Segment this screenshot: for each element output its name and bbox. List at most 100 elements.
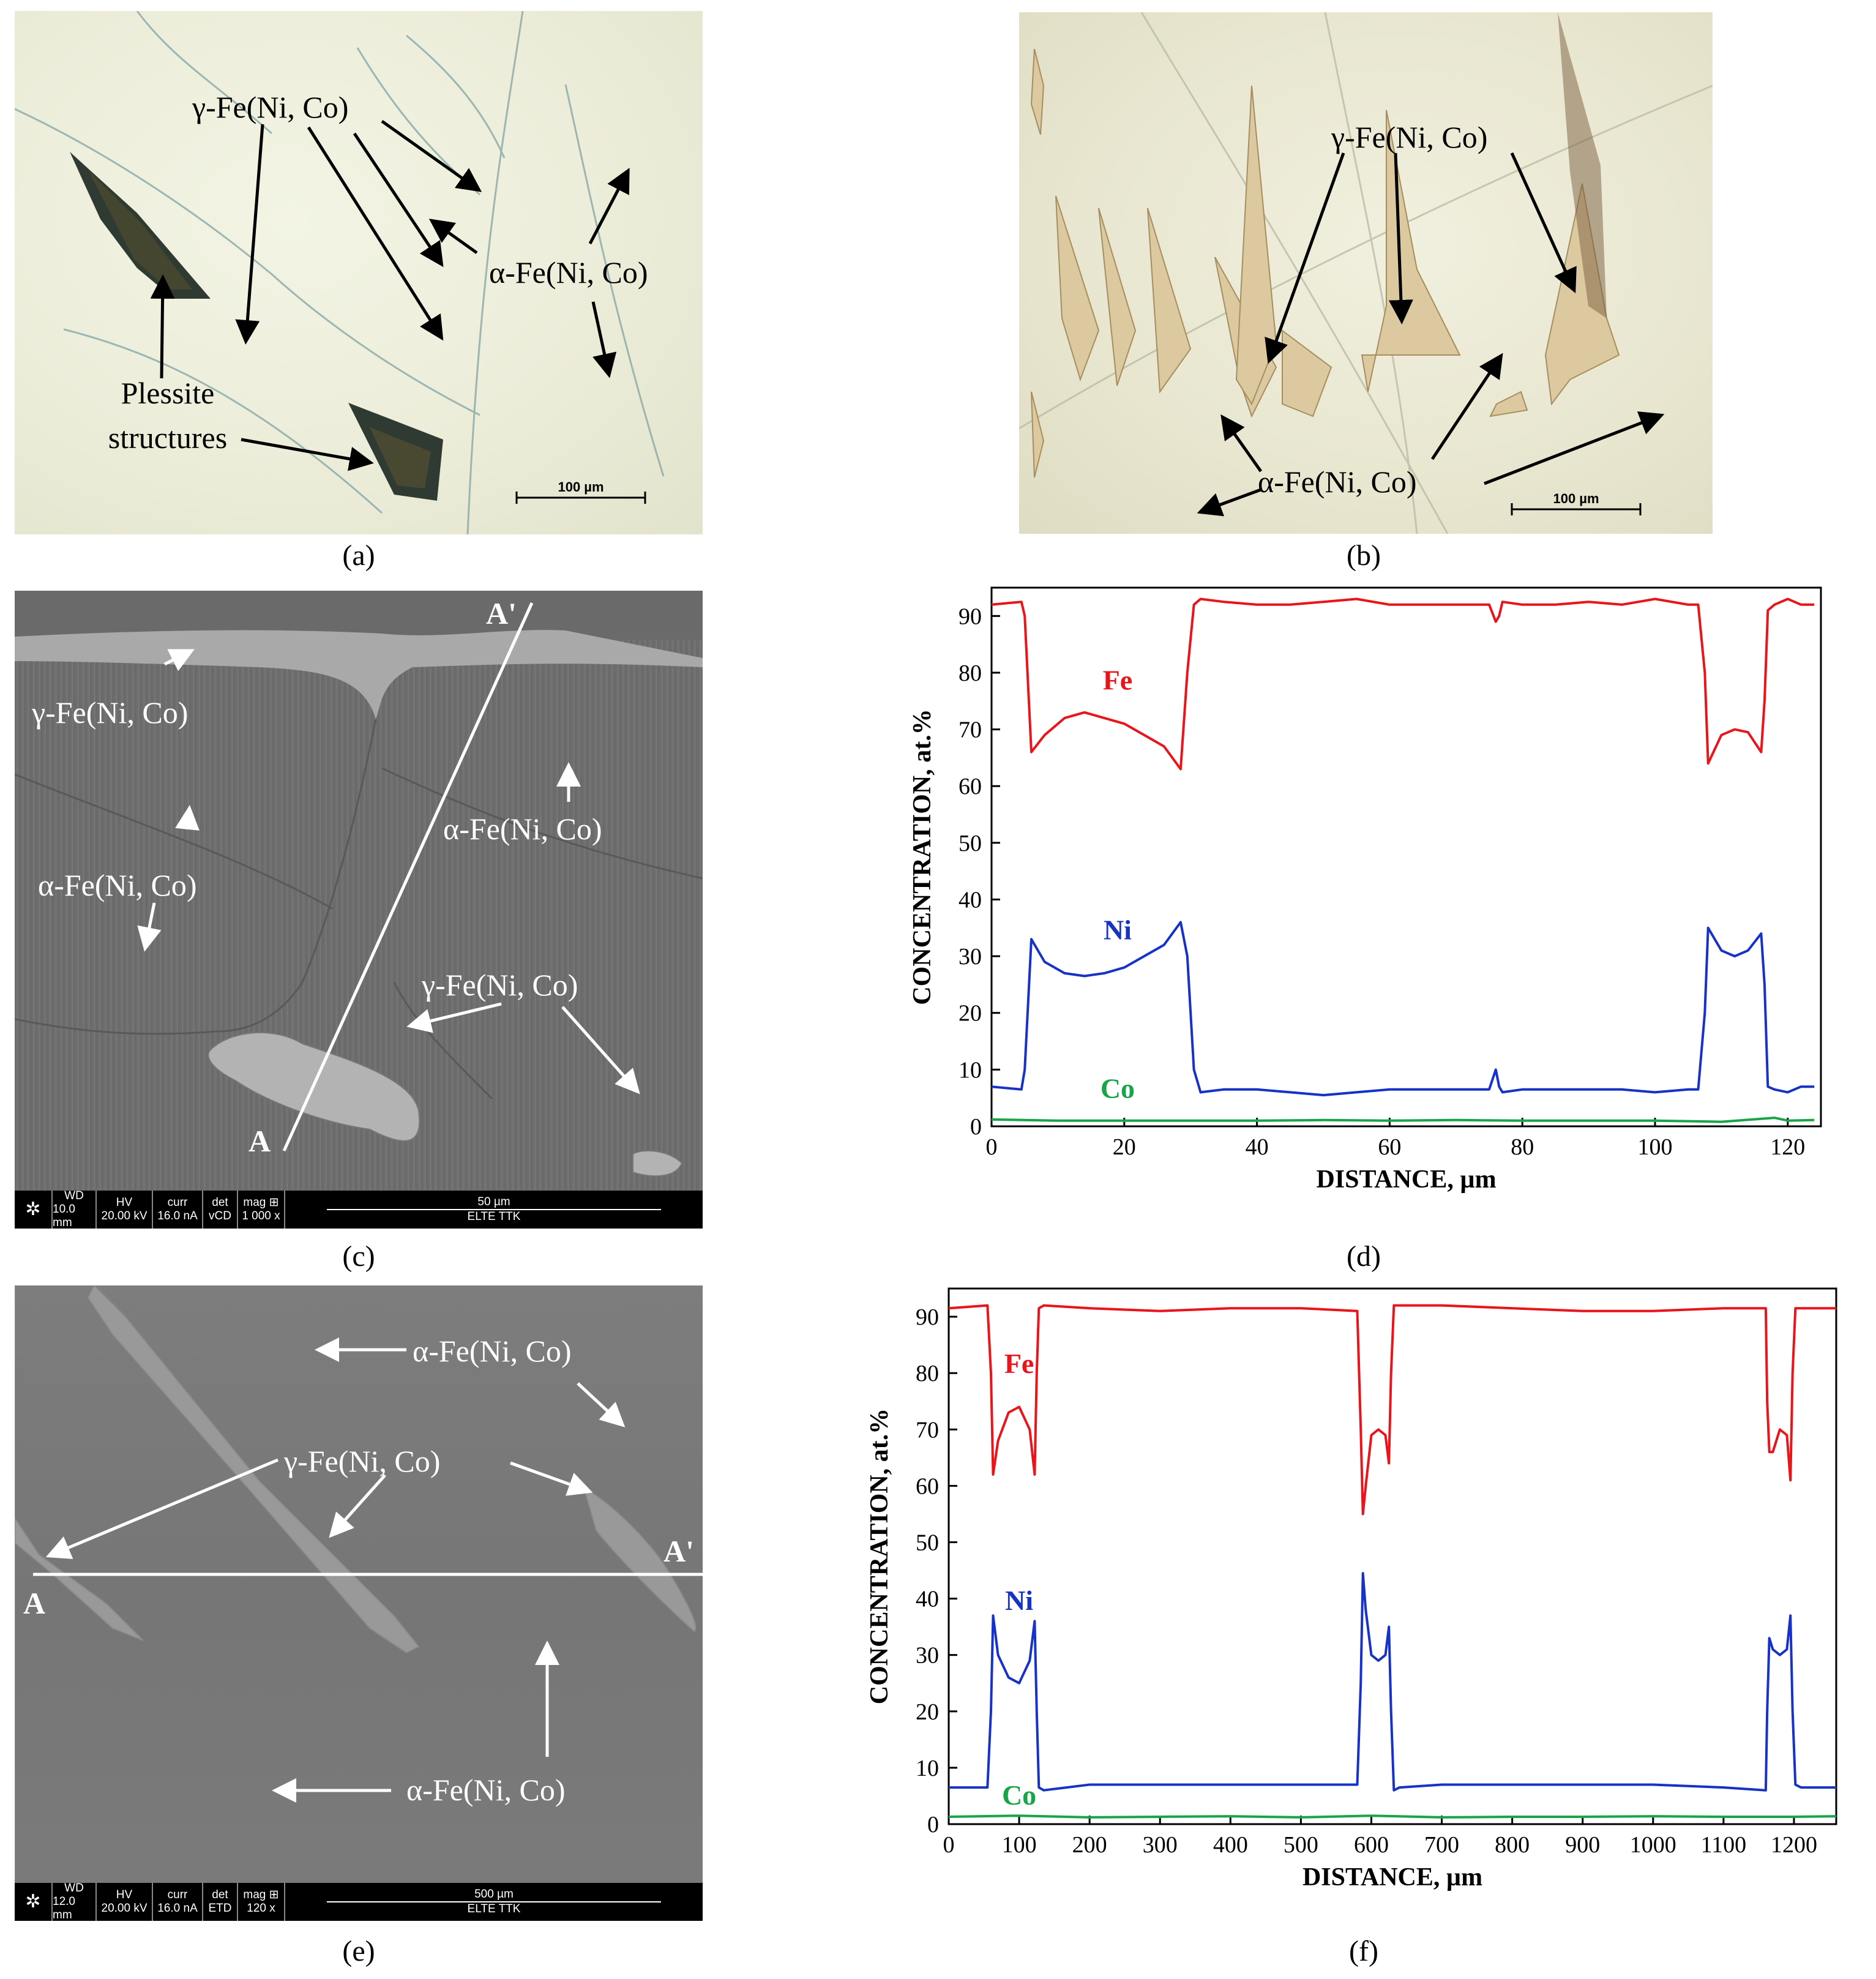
caption-d: (d) [1347, 1240, 1381, 1273]
x-tick-label: 800 [1495, 1832, 1530, 1858]
y-tick-label: 30 [916, 1643, 939, 1669]
label-plessite-a1: Plessite [121, 376, 215, 410]
caption-a: (a) [342, 539, 375, 572]
bar-curr-header-e: curr [167, 1888, 188, 1901]
y-axis-label: CONCENTRATION, at.% [908, 709, 936, 1004]
bar-det-value: vCD [209, 1210, 231, 1222]
label-alpha-a: α-Fe(Ni, Co) [489, 255, 648, 290]
x-tick-label: 40 [1246, 1134, 1269, 1160]
plot-frame [947, 1287, 1837, 1825]
series-line-ni [949, 1572, 1836, 1792]
x-tick-label: 60 [1378, 1134, 1401, 1160]
bar-mag-header: mag ⊞ [243, 1196, 279, 1209]
bar-lab-name: ELTE TTK [467, 1210, 521, 1223]
bar-curr-header: curr [167, 1196, 188, 1209]
bar-hv-value: 20.00 kV [101, 1210, 148, 1222]
bar-curr-value: 16.0 nA [157, 1210, 198, 1222]
point-a-prime-c: A' [486, 596, 517, 630]
caption-b: (b) [1347, 539, 1381, 572]
logo-icon: ✲ [15, 1191, 53, 1229]
label-alpha-e-bottom: α-Fe(Ni, Co) [406, 1773, 566, 1807]
label-alpha-c-right: α-Fe(Ni, Co) [443, 812, 602, 846]
bar-mag-header-e: mag ⊞ [243, 1888, 279, 1901]
y-tick-label: 60 [916, 1473, 939, 1499]
label-plessite-a2: structures [108, 421, 228, 455]
bar-hv-value-e: 20.00 kV [101, 1902, 148, 1915]
y-tick-label: 30 [959, 944, 982, 970]
y-tick-label: 0 [927, 1812, 939, 1838]
x-tick-label: 120 [1770, 1134, 1805, 1160]
bar-det-header-e: det [212, 1888, 228, 1901]
sem-image-c: γ-Fe(Ni, Co) α-Fe(Ni, Co) α-Fe(Ni, Co) γ… [15, 591, 703, 1229]
label-alpha-b: α-Fe(Ni, Co) [1258, 465, 1417, 499]
point-a-prime-e: A' [663, 1534, 694, 1568]
y-tick-label: 50 [916, 1530, 939, 1555]
x-tick-label: 400 [1213, 1832, 1248, 1858]
label-gamma-e: γ-Fe(Ni, Co) [284, 1444, 441, 1478]
x-tick-label: 900 [1565, 1832, 1600, 1858]
sem-image-e: α-Fe(Ni, Co) γ-Fe(Ni, Co) α-Fe(Ni, Co) A… [15, 1285, 703, 1921]
y-tick-label: 80 [916, 1361, 939, 1386]
scale-bar-a-label: 100 µm [558, 479, 604, 495]
x-tick-label: 300 [1143, 1832, 1178, 1858]
series-line-co [948, 1814, 1837, 1819]
scale-bar-b-label: 100 µm [1553, 491, 1599, 506]
x-tick-label: 100 [1638, 1134, 1673, 1160]
y-tick-label: 20 [916, 1699, 939, 1725]
x-tick-label: 200 [1072, 1832, 1107, 1858]
bar-lab-name-e: ELTE TTK [467, 1902, 521, 1915]
label-gamma-a: γ-Fe(Ni, Co) [192, 90, 349, 124]
micrograph-b-drawing: 100 µm [1019, 12, 1713, 534]
x-tick-label: 1000 [1630, 1832, 1676, 1858]
y-tick-label: 90 [916, 1304, 939, 1330]
series-label-ni: Ni [1104, 914, 1132, 945]
bar-mag-value-e: 120 x [247, 1902, 275, 1915]
point-a-c: A [249, 1124, 271, 1158]
bar-scale-value: 50 µm [477, 1195, 510, 1208]
y-tick-label: 20 [959, 1001, 982, 1027]
series-label-fe: Fe [1103, 665, 1133, 696]
x-tick-label: 100 [1002, 1832, 1037, 1858]
y-tick-label: 10 [959, 1057, 982, 1083]
x-tick-label: 0 [986, 1134, 998, 1160]
x-axis-label: DISTANCE, µm [1302, 1863, 1482, 1891]
y-tick-label: 70 [959, 717, 982, 743]
x-tick-label: 500 [1284, 1832, 1318, 1858]
label-gamma-c-mid: γ-Fe(Ni, Co) [422, 968, 578, 1002]
y-tick-label: 50 [959, 831, 982, 856]
micrograph-a: 100 µm γ-Fe(Ni, Co) α-Fe(Ni, Co) Plessit… [15, 11, 703, 534]
logo-icon-e: ✲ [15, 1883, 53, 1921]
series-label-ni: Ni [1005, 1585, 1033, 1616]
x-tick-label: 0 [943, 1832, 955, 1858]
series-label-co: Co [1101, 1073, 1135, 1104]
y-tick-label: 90 [959, 604, 982, 629]
label-gamma-c-top: γ-Fe(Ni, Co) [32, 695, 189, 730]
bar-scale-value-e: 500 µm [474, 1888, 514, 1901]
y-tick-label: 70 [916, 1417, 939, 1443]
sem-image-c-drawing [15, 591, 703, 1177]
label-gamma-b: γ-Fe(Ni, Co) [1331, 120, 1488, 154]
series-line-fe [948, 1304, 1836, 1516]
y-tick-label: 0 [970, 1114, 982, 1140]
bar-mag-value: 1 000 x [242, 1210, 280, 1222]
plot-frame [990, 586, 1822, 1128]
x-tick-label: 600 [1354, 1832, 1389, 1858]
caption-c: (c) [342, 1240, 375, 1273]
x-tick-label: 700 [1424, 1832, 1459, 1858]
bar-wd-value-e: 12.0 mm [53, 1895, 75, 1921]
label-alpha-c-left: α-Fe(Ni, Co) [38, 868, 197, 902]
series-line-fe [991, 597, 1815, 771]
bar-wd-value: 10.0 mm [53, 1203, 75, 1229]
bar-hv-header-e: HV [116, 1888, 133, 1901]
y-axis-label: CONCENTRATION, at.% [865, 1408, 894, 1704]
y-tick-label: 10 [916, 1756, 939, 1781]
label-alpha-e-top: α-Fe(Ni, Co) [413, 1334, 572, 1368]
bar-curr-value-e: 16.0 nA [157, 1902, 198, 1915]
series-label-fe: Fe [1004, 1348, 1034, 1379]
series-label-co: Co [1002, 1779, 1036, 1811]
x-axis-label: DISTANCE, µm [1316, 1165, 1496, 1194]
point-a-e: A [23, 1586, 46, 1620]
series-line-ni [991, 921, 1815, 1097]
